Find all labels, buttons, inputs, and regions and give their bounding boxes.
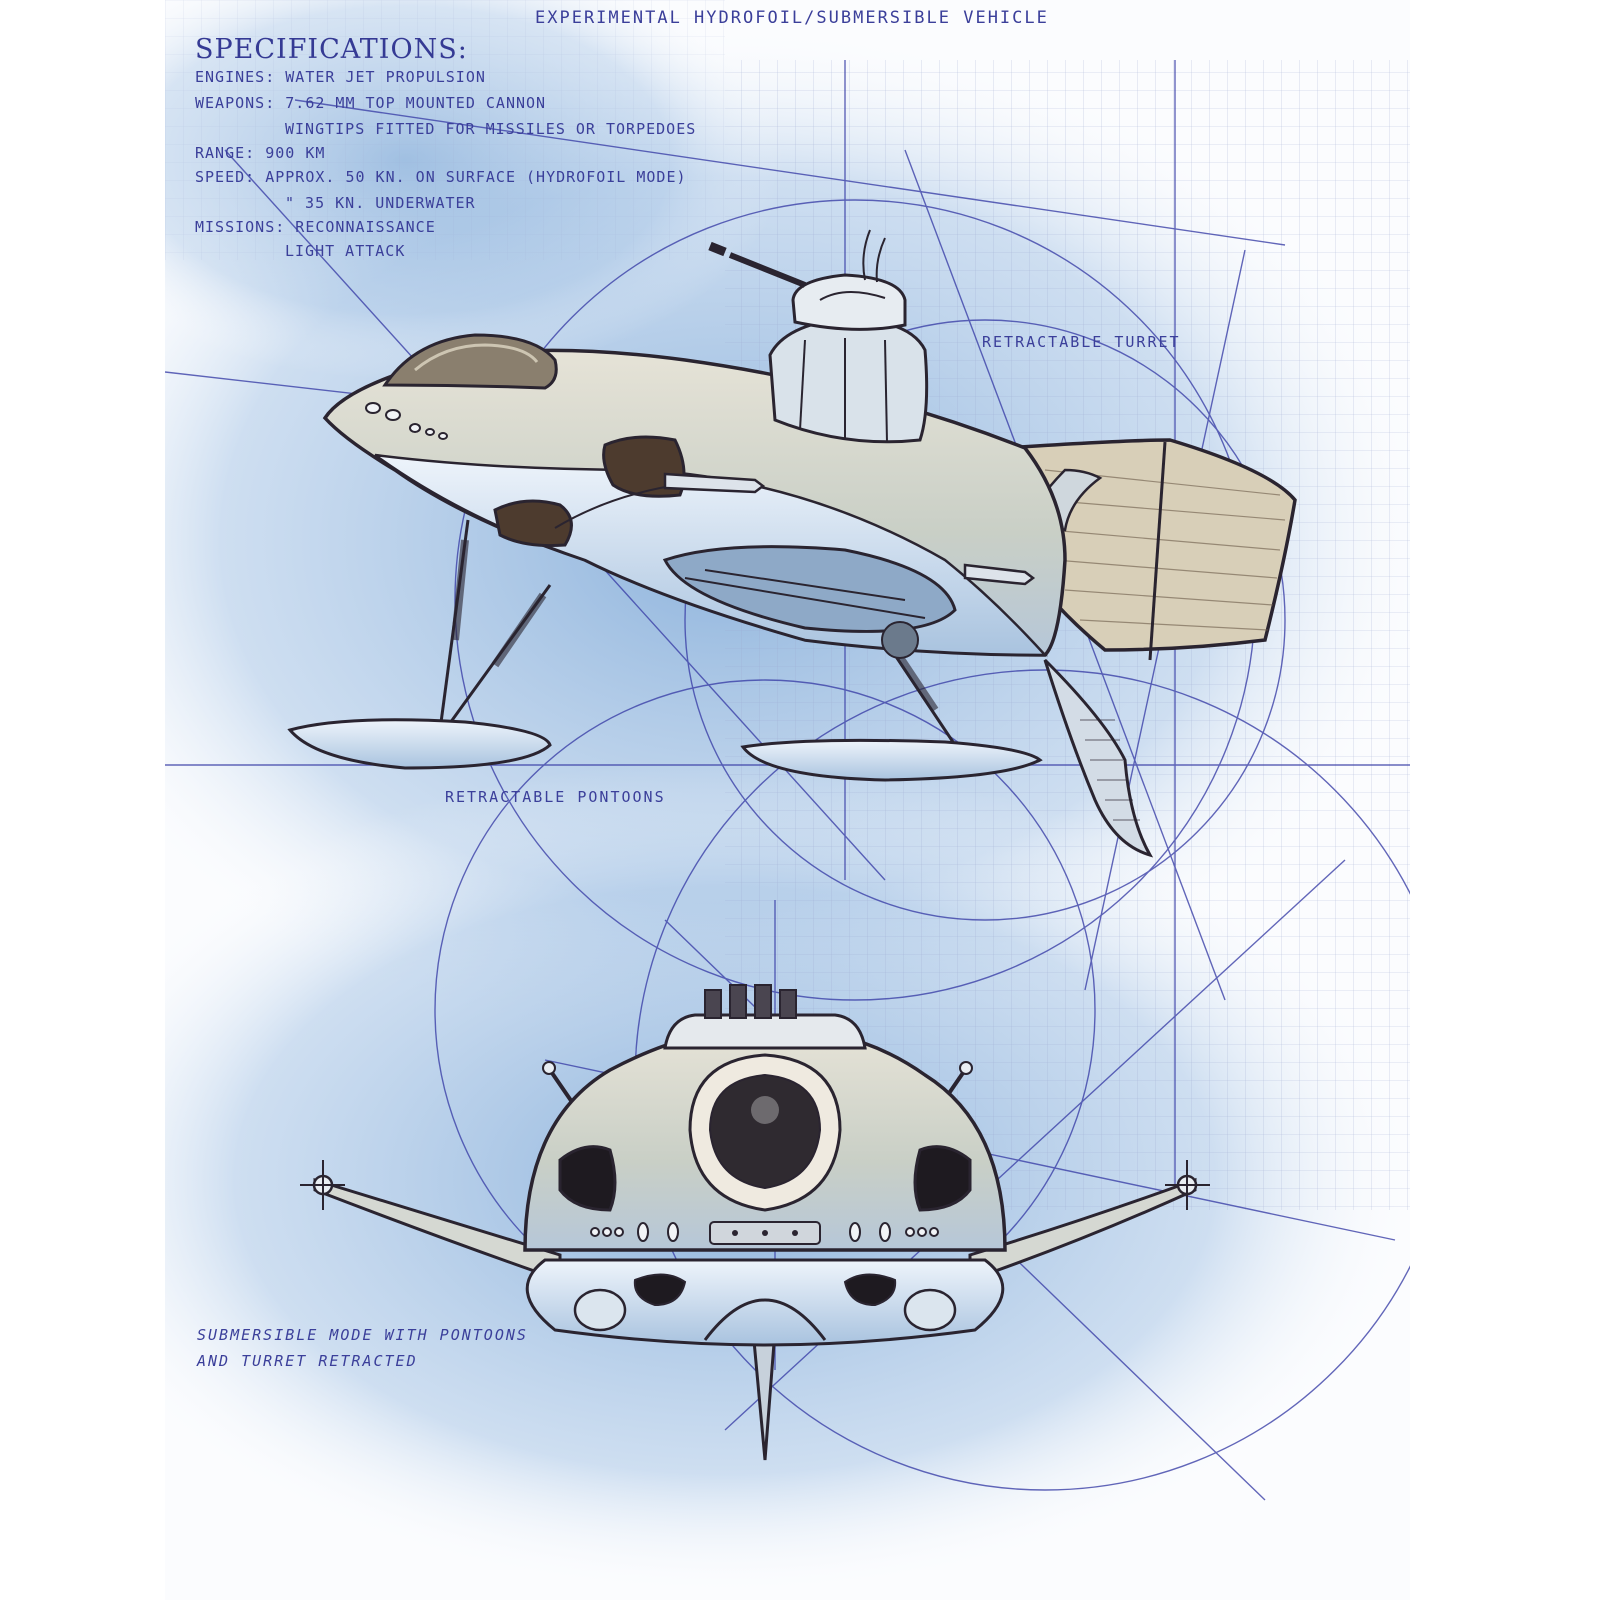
callout-submersible-mode-line2: AND TURRET RETRACTED (197, 1352, 418, 1370)
spec-range: RANGE: 900 KM (195, 144, 326, 162)
vehicle-subtitle: EXPERIMENTAL HYDROFOIL/SUBMERSIBLE VEHIC… (535, 8, 1049, 28)
blueprint-sheet: EXPERIMENTAL HYDROFOIL/SUBMERSIBLE VEHIC… (165, 0, 1410, 1600)
callout-retractable-turret: RETRACTABLE TURRET (982, 333, 1181, 351)
spec-missions: MISSIONS: RECONNAISSANCE (195, 218, 436, 236)
spec-wingtips: WINGTIPS FITTED FOR MISSILES OR TORPEDOE… (285, 120, 697, 138)
callout-retractable-pontoons: RETRACTABLE PONTOONS (445, 788, 666, 806)
spec-missions-light-attack: LIGHT ATTACK (285, 242, 406, 260)
specifications-heading: SPECIFICATIONS: (195, 34, 468, 65)
callout-submersible-mode-line1: SUBMERSIBLE MODE WITH PONTOONS (197, 1326, 528, 1344)
spec-speed-surface: SPEED: APPROX. 50 KN. ON SURFACE (HYDROF… (195, 168, 687, 186)
spec-engines: ENGINES: WATER JET PROPULSION (195, 68, 486, 86)
spec-speed-underwater: " 35 KN. UNDERWATER (285, 194, 476, 212)
vehicle-blueprint-drawing (165, 0, 1410, 1600)
spec-weapons: WEAPONS: 7.62 MM TOP MOUNTED CANNON (195, 94, 547, 112)
